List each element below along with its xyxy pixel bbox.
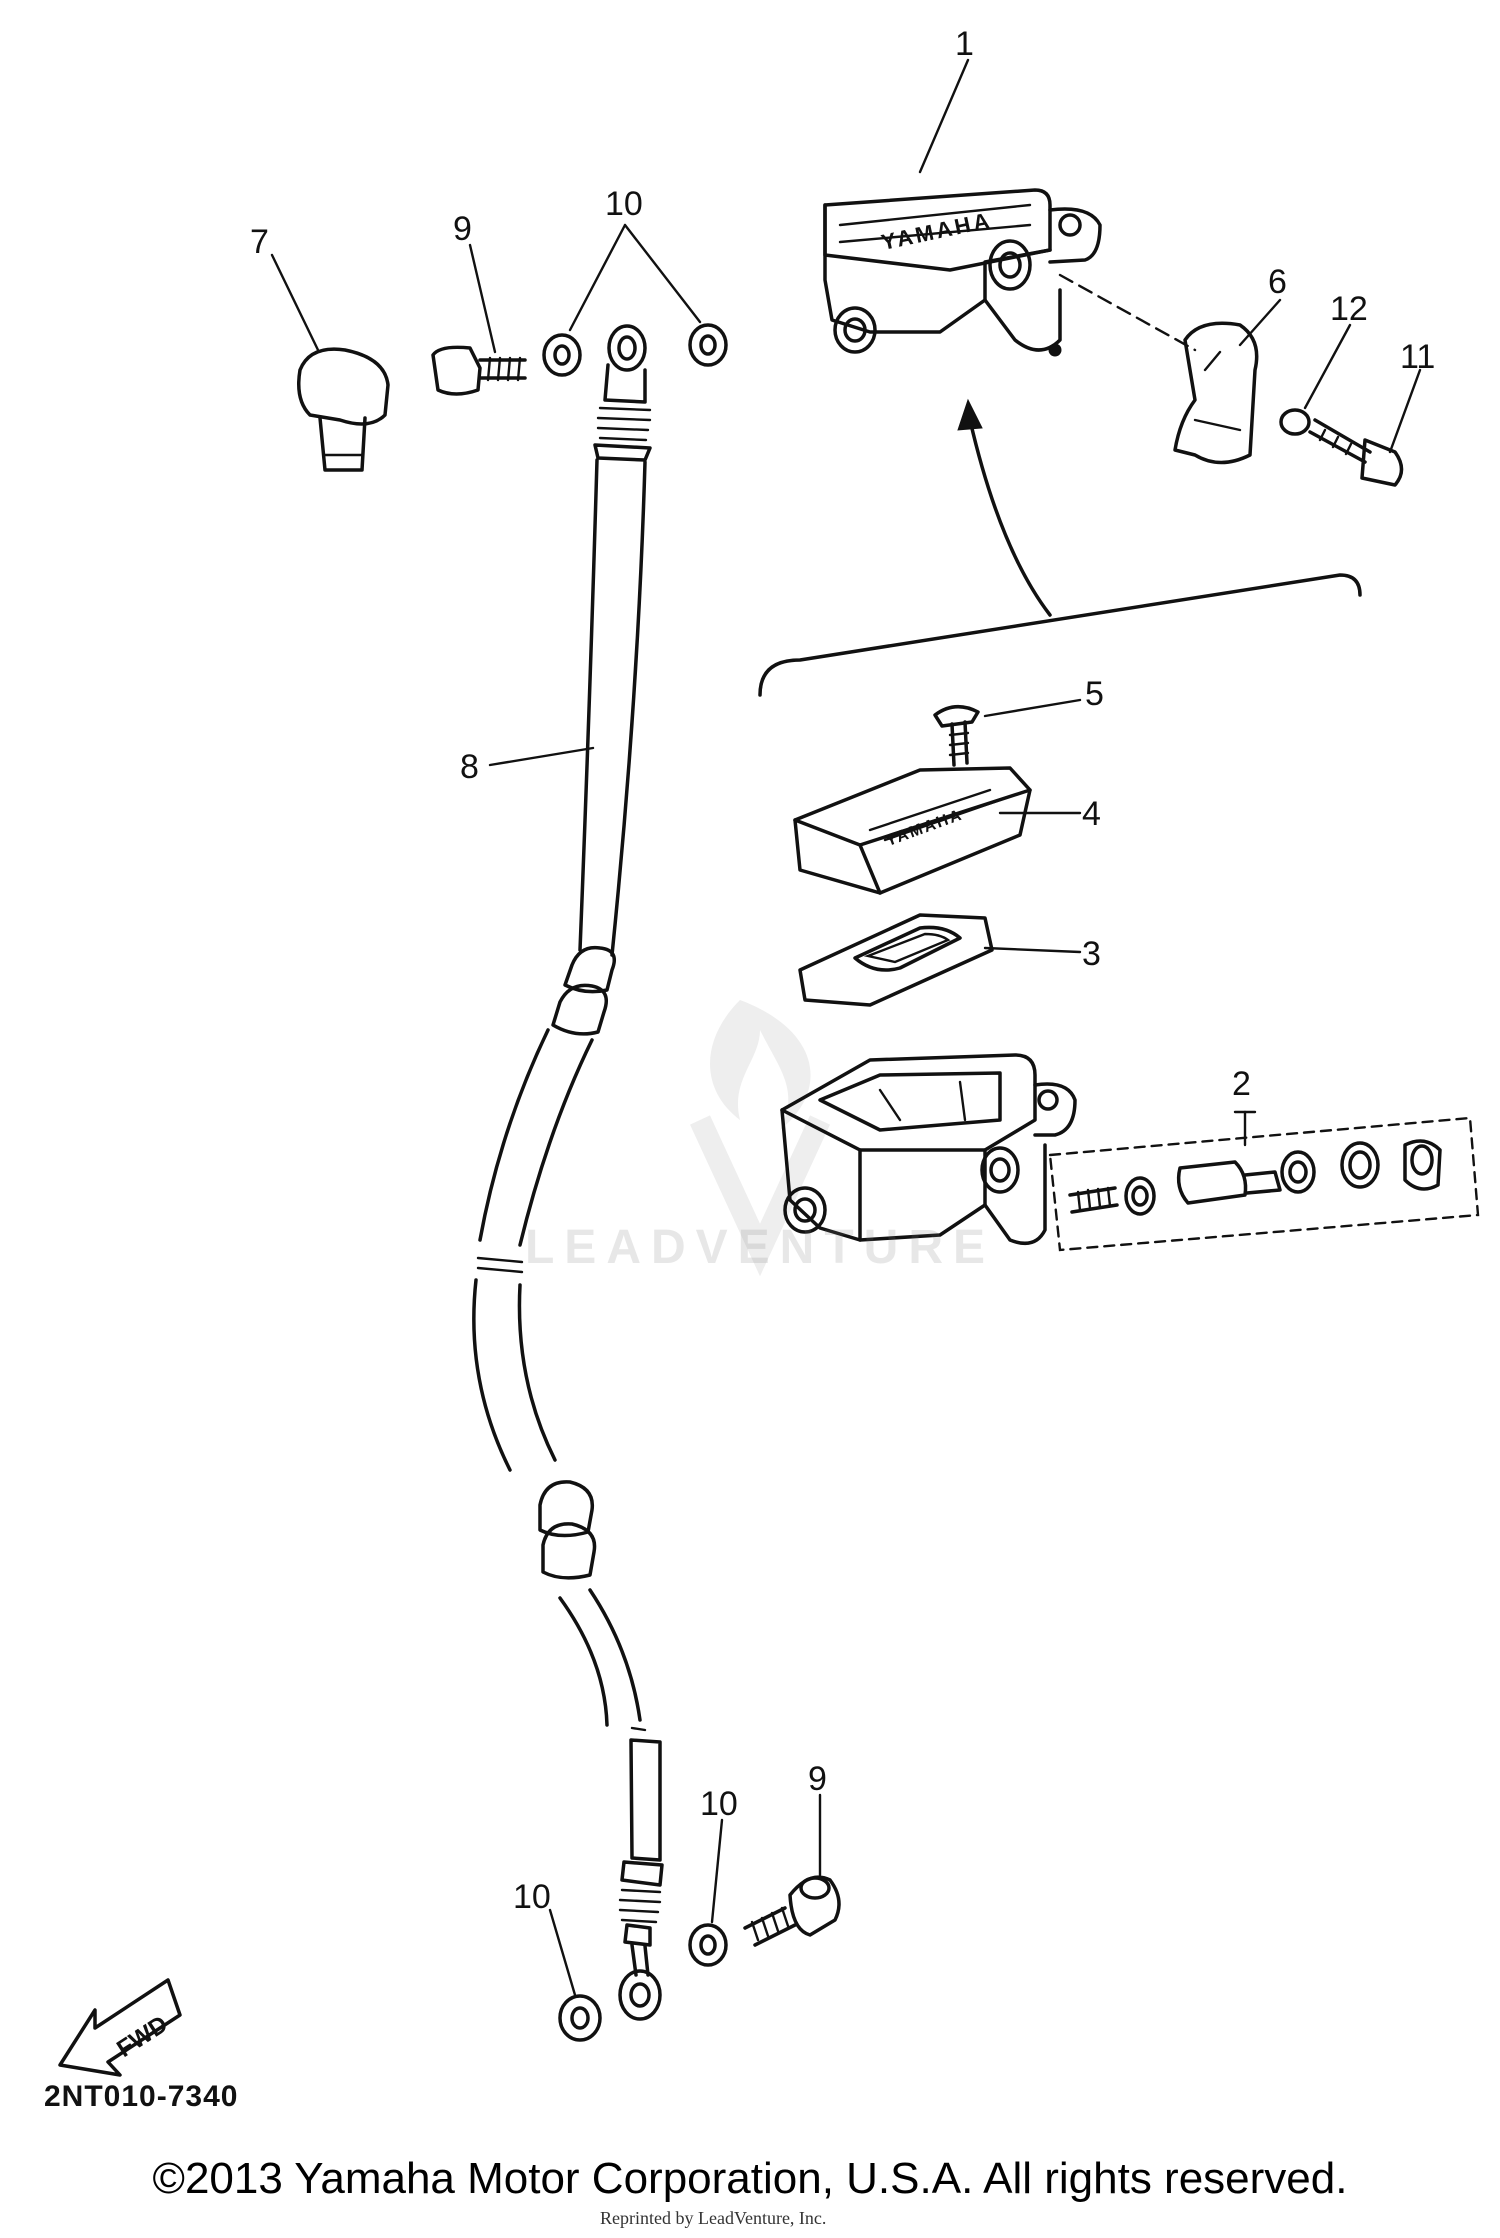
assembly-dash-line bbox=[1058, 273, 1197, 352]
washer-12 bbox=[1279, 408, 1311, 436]
bolt-11 bbox=[1308, 418, 1404, 487]
callout-3: 3 bbox=[1082, 935, 1101, 973]
diaphragm-3 bbox=[798, 913, 994, 1007]
watermark-text: LEADVENTURE bbox=[524, 1221, 996, 1274]
reprint-note: Reprinted by LeadVenture, Inc. bbox=[600, 2208, 827, 2228]
union-bolt-9-top bbox=[431, 345, 527, 396]
brake-hose-8 bbox=[472, 324, 664, 2021]
leader-10-bottom-left bbox=[548, 1908, 577, 1997]
callout-8: 8 bbox=[460, 748, 479, 786]
callout-10-bottom-right: 10 bbox=[700, 1785, 738, 1823]
leader-6 bbox=[1238, 298, 1282, 347]
leader-7 bbox=[270, 253, 320, 352]
callout-6: 6 bbox=[1268, 263, 1287, 301]
master-cylinder-assembly bbox=[823, 188, 1102, 357]
leader-11 bbox=[1388, 368, 1422, 454]
washer-10-top-right bbox=[688, 323, 728, 367]
leader-3 bbox=[983, 946, 1082, 954]
leader-10-top bbox=[568, 223, 702, 332]
assembly-arrow bbox=[957, 398, 1052, 617]
callout-1: 1 bbox=[955, 25, 974, 63]
holder-6 bbox=[1173, 321, 1259, 465]
svg-text:FWD: FWD bbox=[112, 2011, 173, 2063]
callout-7: 7 bbox=[250, 223, 269, 261]
fwd-arrow-icon: FWD bbox=[58, 1978, 182, 2077]
master-cylinder-body bbox=[780, 1053, 1077, 1246]
piston-kit-2 bbox=[1048, 1116, 1480, 1252]
callout-9-bottom: 9 bbox=[808, 1760, 827, 1798]
callout-11: 11 bbox=[1400, 338, 1435, 376]
screw-5 bbox=[933, 705, 980, 767]
leader-5 bbox=[983, 698, 1082, 718]
callout-10-top: 10 bbox=[605, 185, 643, 223]
callout-10-bottom-left: 10 bbox=[513, 1878, 551, 1916]
reservoir-cap-4: YAMAHA bbox=[793, 766, 1032, 895]
leader-12 bbox=[1303, 323, 1352, 410]
leader-9-top bbox=[468, 243, 497, 354]
callout-12: 12 bbox=[1330, 290, 1368, 328]
callout-9-top: 9 bbox=[453, 210, 472, 248]
watermark-logo bbox=[690, 1000, 830, 1277]
exploded-view-bracket bbox=[758, 573, 1362, 697]
leader-8 bbox=[488, 746, 595, 767]
cap-7 bbox=[297, 347, 390, 472]
union-bolt-9-bottom bbox=[743, 1875, 841, 1947]
washer-10-bottom-left bbox=[558, 1994, 602, 2042]
copyright-notice: ©2013 Yamaha Motor Corporation, U.S.A. A… bbox=[152, 2154, 1348, 2203]
washer-10-bottom-right bbox=[688, 1923, 728, 1967]
diagram-code: 2NT010-7340 bbox=[44, 2080, 239, 2113]
leader-10-bottom-right bbox=[710, 1818, 724, 1924]
washer-10-top-left bbox=[542, 333, 582, 377]
callout-5: 5 bbox=[1085, 675, 1104, 713]
leader-1 bbox=[918, 58, 970, 174]
callout-4: 4 bbox=[1082, 795, 1101, 833]
callout-2: 2 bbox=[1232, 1065, 1251, 1103]
